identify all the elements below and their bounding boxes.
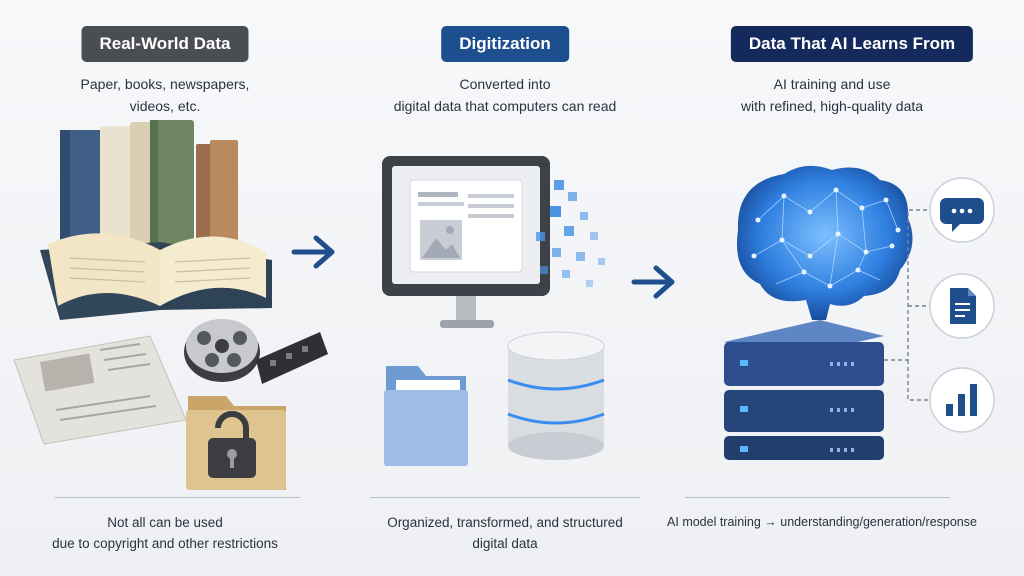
- column-subtitle-ai-data: AI training and use with refined, high-q…: [660, 73, 1004, 117]
- footer-line: AI model training → understanding/genera…: [667, 515, 977, 529]
- digitization-illustration: [382, 156, 605, 466]
- newspaper-icon: [13, 335, 187, 445]
- subtitle-line: Paper, books, newspapers,: [80, 76, 250, 92]
- footer-line: Not all can be used: [107, 515, 223, 530]
- column-subtitle-real-world: Paper, books, newspapers, videos, etc.: [0, 73, 330, 117]
- open-book-icon: [40, 233, 272, 320]
- database-icon: [507, 331, 605, 460]
- folder-icon: [384, 366, 468, 466]
- ai-brain-icon: [736, 165, 913, 340]
- column-title-digitization: Digitization: [441, 26, 569, 62]
- locked-folder-icon: [186, 396, 286, 490]
- subtitle-line: AI training and use: [773, 76, 891, 92]
- column-subtitle-digitization: Converted into digital data that compute…: [340, 73, 670, 117]
- arrow-right-icon: [631, 265, 675, 299]
- column-digitization: Digitization Converted into digital data…: [340, 0, 670, 576]
- chat-bubble-icon: [929, 177, 995, 243]
- column-title-ai-data: Data That AI Learns From: [730, 26, 974, 62]
- bar-chart-icon: [929, 367, 995, 433]
- column-title-real-world: Real-World Data: [81, 26, 249, 62]
- divider: [685, 497, 950, 498]
- footer-line: digital data: [472, 536, 538, 551]
- connector-lines: [884, 209, 930, 401]
- subtitle-line: videos, etc.: [129, 98, 201, 114]
- footer-line: Organized, transformed, and structured: [387, 515, 623, 530]
- column-footer-ai-data: AI model training → understanding/genera…: [650, 512, 994, 533]
- footer-line: due to copyright and other restrictions: [52, 536, 278, 551]
- subtitle-line: with refined, high-quality data: [740, 98, 924, 114]
- arrow-right-icon: [291, 235, 335, 269]
- column-ai-data: Data That AI Learns From AI training and…: [667, 0, 1024, 576]
- monitor-icon: [382, 156, 550, 328]
- subtitle-line: digital data that computers can read: [393, 98, 617, 114]
- server-icon: [724, 320, 884, 460]
- ai-illustration: [724, 165, 995, 460]
- document-icon: [929, 273, 995, 339]
- divider: [370, 497, 640, 498]
- column-real-world-data: Real-World Data Paper, books, newspapers…: [0, 0, 330, 576]
- column-footer-real-world: Not all can be used due to copyright and…: [0, 512, 330, 554]
- data-pixels: [536, 180, 605, 287]
- books-icon: [60, 120, 238, 250]
- column-footer-digitization: Organized, transformed, and structured d…: [340, 512, 670, 554]
- subtitle-line: Converted into: [459, 76, 551, 92]
- film-reel-icon: [184, 319, 328, 384]
- real-world-illustration: [13, 120, 328, 490]
- divider: [55, 497, 300, 498]
